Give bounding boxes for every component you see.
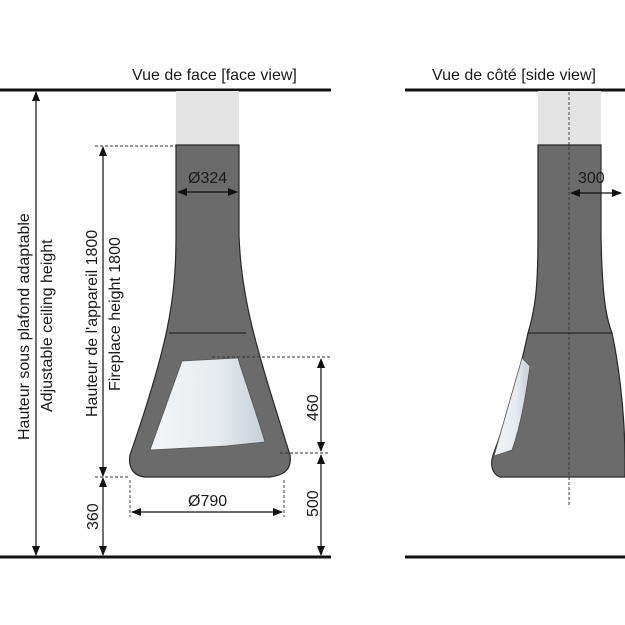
front-flue-pipe xyxy=(176,91,239,146)
side-view-title: Vue de côté [side view] xyxy=(432,67,596,84)
side-flue-pipe xyxy=(538,91,601,146)
fireplace-height-label-en: Fireplace height 1800 xyxy=(107,237,124,391)
front-view: Vue de face [face view] Hauteur sous pla… xyxy=(0,67,331,559)
side-depth-label: 300 xyxy=(578,170,605,187)
side-view: Vue de côté [side view] 300 xyxy=(405,67,625,559)
front-glass-door xyxy=(149,357,266,451)
fireplace-height-label-fr: Hauteur de l'appareil 1800 xyxy=(84,230,101,417)
opening-height-label: 460 xyxy=(305,394,322,421)
floor-clearance-label: 360 xyxy=(85,503,102,530)
ceiling-height-label-fr: Hauteur sous plafond adaptable xyxy=(16,213,33,440)
side-glass-door xyxy=(493,357,531,457)
base-diameter-label: Ø790 xyxy=(188,493,227,510)
pipe-diameter-label: Ø324 xyxy=(188,170,227,187)
ceiling-height-label-en: Adjustable ceiling height xyxy=(39,239,56,412)
front-view-title: Vue de face [face view] xyxy=(132,67,297,84)
hearth-height-label: 500 xyxy=(305,490,322,517)
